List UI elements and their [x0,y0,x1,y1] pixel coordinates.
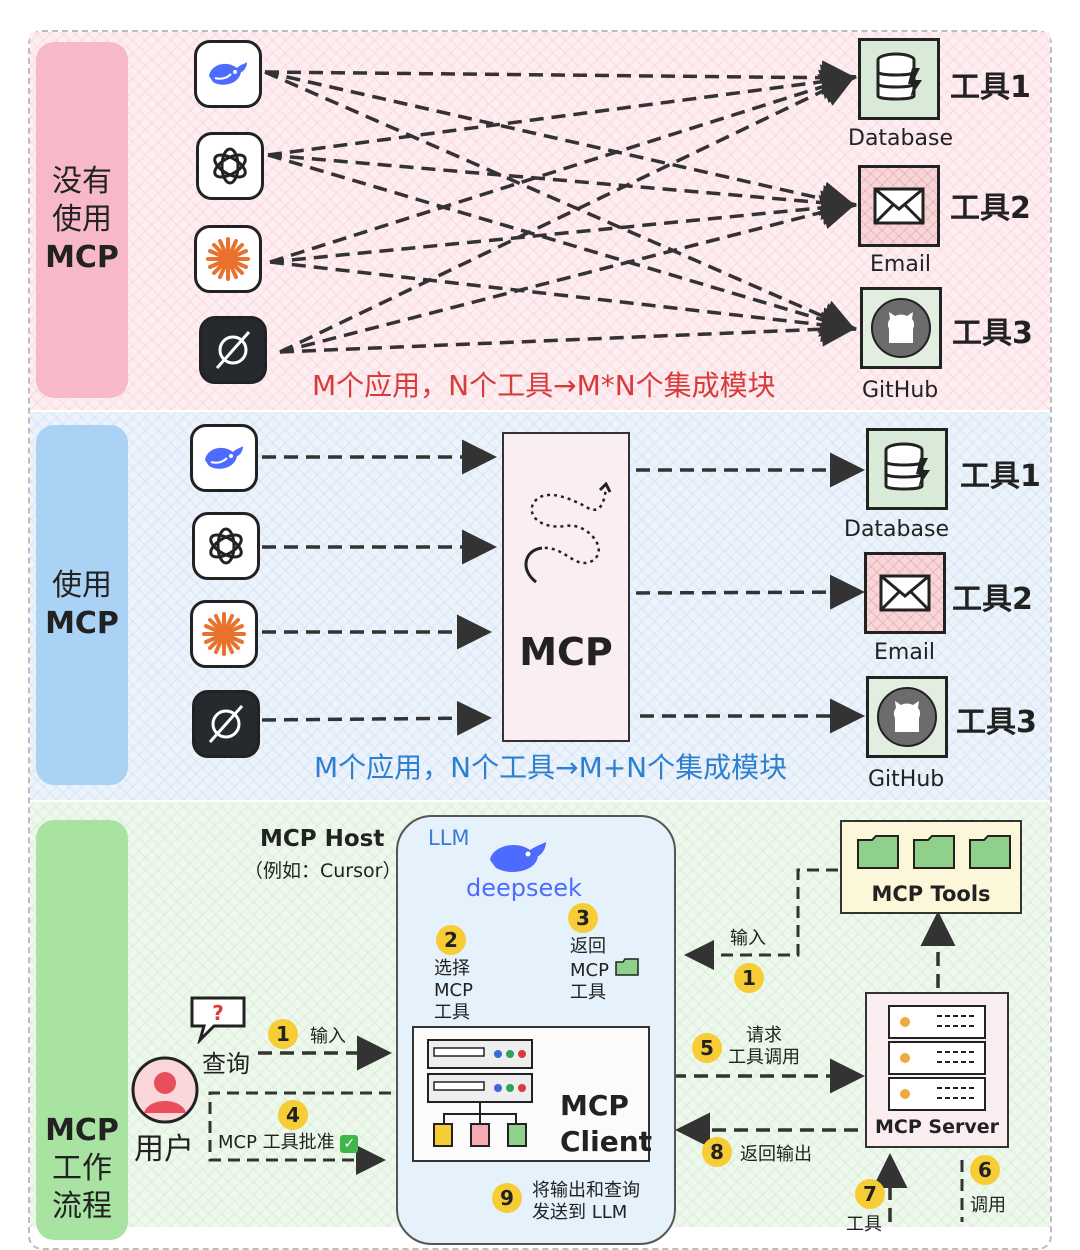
side-label-line: 没有 [52,164,112,199]
step2-line: MCP [434,980,473,1001]
route-path-icon [524,482,612,584]
tool-label-github: GitHub [862,378,939,403]
step9-label: 将输出和查询 发送到 LLM [532,1180,640,1224]
step6-label: 调用 [970,1195,1006,1216]
step2-line: 工具 [434,1002,470,1023]
server-box-label: MCP Server [875,1116,999,1138]
side-label-without-mcp: 没有 使用 MCP [36,42,128,398]
side-label-workflow: MCP 工作 流程 [36,820,128,1240]
client-label: MCP Client [560,1088,652,1160]
side-label-line: 使用 [52,202,112,237]
tool-label-database: Database [844,517,949,542]
step2-label: 选择 MCP 工具 [434,958,473,1024]
speech-bubble-icon: ? [188,994,250,1048]
perplexity-icon [192,690,260,758]
tool-name-2: 工具2 [950,191,1031,226]
step3-line: 工具 [570,982,606,1003]
side-label-line: 流程 [52,1189,112,1224]
step-badge: 2 [436,925,466,955]
tool-label-email: Email [870,252,932,277]
mcp-server-box: MCP Server [865,992,1009,1148]
step3-label: 返回 MCP 工具 [570,936,639,1004]
database-icon [866,428,948,510]
side-label-with-mcp: 使用 MCP [36,425,128,785]
folder-icon [614,958,639,976]
tool-label-email: Email [874,640,936,665]
mail-icon [858,165,940,247]
deepseek-whale-icon [190,424,258,492]
side-label-bold: MCP [45,1113,119,1148]
step5-line: 请求 [746,1025,782,1046]
mcp-hub-label: MCP [519,630,613,674]
step5-line: 工具调用 [728,1047,800,1068]
step-badge: 5 [692,1033,722,1063]
user-avatar-icon [130,1055,200,1129]
side-label-line: 工作 [52,1151,112,1186]
step-badge: 1 [734,963,764,993]
host-example: （例如：Cursor） [244,860,402,882]
step4-label: MCP 工具批准 ✓ [218,1132,359,1154]
perplexity-icon [199,316,267,384]
step5-label: 请求 工具调用 [728,1025,800,1069]
deepseek-whale-icon [486,836,552,884]
deepseek-whale-icon [194,40,262,108]
query-label: 查询 [202,1050,250,1078]
tool-name-2: 工具2 [952,582,1033,617]
host-title: MCP Host [260,826,385,852]
caption-with-mcp: M个应用，N个工具→M+N个集成模块 [314,751,788,784]
claude-sunburst-icon [190,600,258,668]
step3-line: 返回 [570,936,606,957]
claude-sunburst-icon [194,225,262,293]
client-label-line: MCP [560,1089,629,1122]
server-rack-icon [427,1039,533,1147]
step7-label: 工具 [846,1214,882,1235]
github-icon [866,676,948,758]
side-label-line: 使用 [52,568,112,603]
step-badge: 7 [855,1179,885,1209]
step-badge: 4 [278,1100,308,1130]
mcp-client-box: MCP Client [412,1026,652,1162]
llm-label: LLM [428,826,470,850]
tool-name-3: 工具3 [952,316,1033,351]
mcp-hub-box: MCP [502,432,630,742]
tool-name-1: 工具1 [960,459,1041,494]
step3-mcp-text: MCP [570,960,609,981]
step-badge: 1 [268,1019,298,1049]
llm-brand: deepseek [466,874,582,902]
check-icon: ✓ [340,1135,359,1153]
step9-line: 将输出和查询 [532,1180,640,1201]
step-badge: 8 [702,1137,732,1167]
tools-input-label: 输入 [730,928,766,949]
tool-label-github: GitHub [868,767,945,792]
step-badge: 9 [492,1183,522,1213]
step1-label: 输入 [310,1026,346,1047]
svg-text:?: ? [212,1001,224,1025]
step3-line: MCP [570,958,639,982]
side-label-bold: MCP [45,240,119,275]
step-badge: 3 [568,903,598,933]
step2-line: 选择 [434,958,470,979]
mcp-tools-box: MCP Tools [840,820,1022,914]
server-icon [888,1005,986,1111]
github-icon [860,287,942,369]
tool-label-database: Database [848,126,953,151]
folder-icon [857,835,1011,869]
openai-icon [192,512,260,580]
database-icon [858,38,940,120]
side-label-bold: MCP [45,606,119,641]
openai-icon [196,132,264,200]
client-label-line: Client [560,1125,653,1158]
step9-line: 发送到 LLM [532,1202,628,1223]
mail-icon [864,552,946,634]
step-badge: 6 [970,1155,1000,1185]
tool-name-1: 工具1 [950,70,1031,105]
user-label: 用户 [134,1132,194,1167]
caption-without-mcp: M个应用，N个工具→M*N个集成模块 [312,369,776,402]
tools-box-label: MCP Tools [871,882,991,906]
step4-text: MCP 工具批准 [218,1132,335,1153]
tool-name-3: 工具3 [956,705,1037,740]
step8-label: 返回输出 [740,1144,812,1165]
